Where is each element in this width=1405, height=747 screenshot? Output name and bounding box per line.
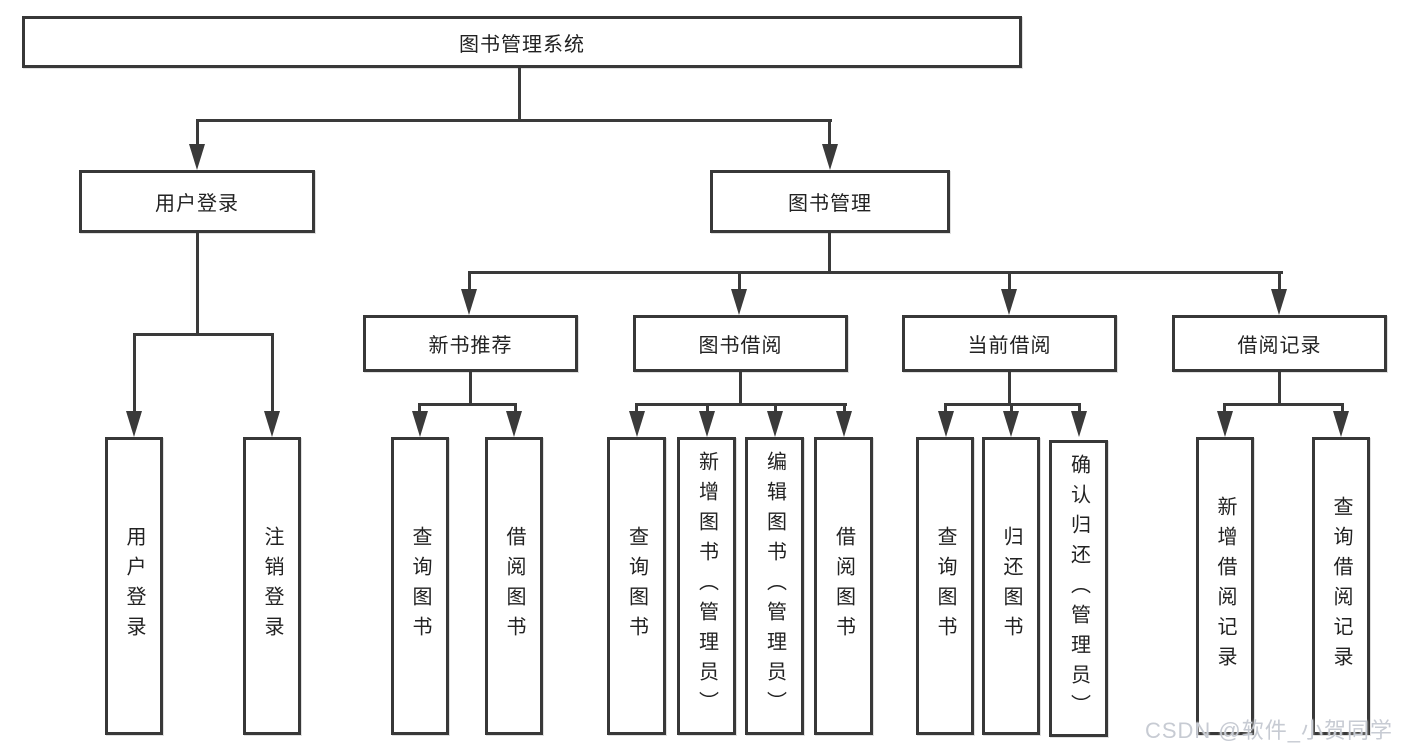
leaf-user-login: 用户登录 (105, 437, 163, 735)
arrow-book-borrow (731, 289, 747, 315)
connector-leaf-stem (1010, 403, 1013, 415)
leaf-logout-label: 注销登录 (261, 526, 283, 646)
leaf-user-login-label: 用户登录 (123, 526, 145, 646)
connector-leaf-stem (843, 403, 846, 415)
node-book-mgmt: 图书管理 (710, 170, 950, 233)
arrow-current-borrow (1001, 289, 1017, 315)
connector-new-book-rec-down (469, 372, 472, 406)
arrow-leaf-query-book-2 (629, 411, 645, 437)
connector-leaf-stem (774, 403, 777, 415)
arrow-book-mgmt (822, 144, 838, 170)
connector-book-borrow-rail (635, 403, 847, 406)
leaf-borrow-book-2: 借阅图书 (814, 437, 873, 735)
leaf-borrow-book-1: 借阅图书 (485, 437, 543, 735)
node-borrow-record: 借阅记录 (1172, 315, 1387, 372)
connector-user-login-stem (196, 119, 199, 149)
connector-leaf-stem (418, 403, 421, 415)
arrow-leaf-edit-book (767, 411, 783, 437)
leaf-add-book-admin: 新增图书（管理员） (677, 437, 736, 735)
connector-root-rail (196, 119, 832, 122)
connector-level3-stem (738, 271, 741, 293)
connector-borrow-record-down (1278, 372, 1281, 406)
connector-leaf-stem (635, 403, 638, 415)
arrow-borrow-record (1271, 289, 1287, 315)
connector-leaf-stem (514, 403, 517, 415)
leaf-add-book-admin-label: 新增图书（管理员） (695, 451, 718, 721)
node-book-borrow: 图书借阅 (633, 315, 848, 372)
node-book-mgmt-label: 图书管理 (788, 193, 872, 215)
connector-leaf-stem (706, 403, 709, 415)
leaf-query-book-2-label: 查询图书 (625, 526, 648, 646)
arrow-user-login (189, 144, 205, 170)
leaf-return-book-label: 归还图书 (1000, 526, 1022, 646)
connector-book-mgmt-rail (468, 271, 1283, 274)
node-root: 图书管理系统 (22, 16, 1022, 68)
leaf-confirm-return-admin: 确认归还（管理员） (1049, 440, 1108, 737)
arrow-leaf-confirm-return (1071, 411, 1087, 437)
leaf-logout: 注销登录 (243, 437, 301, 735)
arrow-leaf-query-book-3 (938, 411, 954, 437)
node-new-book-rec: 新书推荐 (363, 315, 578, 372)
connector-book-mgmt-down (828, 233, 831, 274)
connector-book-borrow-down (739, 372, 742, 406)
leaf-query-book-3: 查询图书 (916, 437, 974, 735)
connector-level3-stem (1278, 271, 1281, 293)
leaf-borrow-book-1-label: 借阅图书 (503, 526, 525, 646)
node-new-book-rec-label: 新书推荐 (428, 335, 513, 357)
csdn-watermark: CSDN @软件_小贺同学 (1144, 718, 1393, 743)
arrow-leaf-add-book (699, 411, 715, 437)
node-current-borrow: 当前借阅 (902, 315, 1117, 372)
node-root-label: 图书管理系统 (459, 33, 585, 56)
leaf-query-book-3-label: 查询图书 (934, 526, 956, 646)
arrow-leaf-return-book (1003, 411, 1019, 437)
connector-leaf-stem (1078, 403, 1081, 415)
arrow-leaf-logout (264, 411, 280, 437)
arrow-leaf-borrow-book-2 (836, 411, 852, 437)
leaf-add-borrow-record: 新增借阅记录 (1196, 437, 1254, 735)
leaf-query-book-2: 查询图书 (607, 437, 666, 735)
leaf-query-book-1-label: 查询图书 (409, 526, 431, 646)
leaf-query-book-1: 查询图书 (391, 437, 449, 735)
leaf-borrow-book-2-label: 借阅图书 (832, 526, 855, 646)
arrow-leaf-query-record (1333, 411, 1349, 437)
connector-user-login-rail (133, 333, 274, 336)
arrow-leaf-query-book-1 (412, 411, 428, 437)
connector-leaf-stem (133, 333, 136, 415)
node-book-borrow-label: 图书借阅 (698, 335, 783, 357)
node-current-borrow-label: 当前借阅 (967, 335, 1052, 357)
connector-root-stem (518, 68, 521, 120)
connector-leaf-stem (944, 403, 947, 415)
connector-leaf-stem (271, 333, 274, 415)
leaf-query-borrow-record-label: 查询借阅记录 (1330, 496, 1352, 676)
arrow-leaf-user-login (126, 411, 142, 437)
arrow-leaf-add-record (1217, 411, 1233, 437)
node-borrow-record-label: 借阅记录 (1237, 335, 1322, 357)
leaf-confirm-return-admin-label: 确认归还（管理员） (1067, 453, 1090, 724)
connector-level3-stem (468, 271, 471, 293)
leaf-edit-book-admin: 编辑图书（管理员） (745, 437, 804, 735)
connector-leaf-stem (1223, 403, 1226, 415)
leaf-edit-book-admin-label: 编辑图书（管理员） (763, 451, 786, 721)
node-user-login: 用户登录 (79, 170, 315, 233)
connector-new-book-rec-rail (418, 403, 517, 406)
leaf-add-borrow-record-label: 新增借阅记录 (1214, 496, 1236, 676)
connector-book-mgmt-stem (828, 119, 831, 149)
connector-borrow-record-rail (1223, 403, 1344, 406)
connector-level3-stem (1008, 271, 1011, 293)
connector-user-login-down (196, 233, 199, 336)
connector-current-borrow-down (1008, 372, 1011, 406)
node-user-login-label: 用户登录 (155, 193, 239, 215)
leaf-query-borrow-record: 查询借阅记录 (1312, 437, 1370, 735)
arrow-leaf-borrow-book-1 (506, 411, 522, 437)
arrow-new-book-rec (461, 289, 477, 315)
connector-leaf-stem (1341, 403, 1344, 415)
leaf-return-book: 归还图书 (982, 437, 1040, 735)
